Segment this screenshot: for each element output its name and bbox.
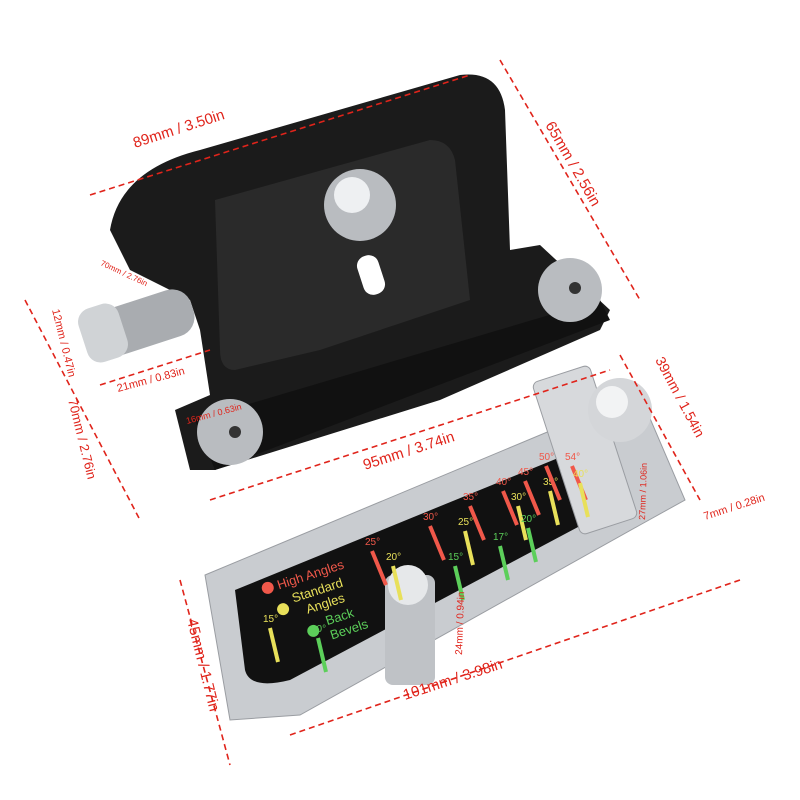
scale-label: 35° xyxy=(463,492,478,503)
dim-top-depth: 65mm / 2.56in xyxy=(542,119,604,210)
scale-label: 15° xyxy=(448,552,463,563)
scale-mark-back xyxy=(316,637,328,673)
right-knob[interactable] xyxy=(538,258,602,322)
scale-mark-standard xyxy=(578,482,590,518)
scale-mark-high xyxy=(523,480,541,516)
top-knob[interactable] xyxy=(324,169,396,241)
scale-label: 30° xyxy=(423,512,438,523)
scale-label: 40° xyxy=(496,477,511,488)
legend-marker-back xyxy=(307,624,320,637)
scale-mark-high xyxy=(544,465,562,501)
scale-label: 30° xyxy=(511,492,526,503)
dim-body-length: 70mm / 2.76in xyxy=(65,397,99,481)
scale-label: 15° xyxy=(263,614,278,625)
scale-label: 35° xyxy=(543,477,558,488)
scale-legend: High Angles Standard Angles Back Bevels xyxy=(261,557,370,642)
side-screw-knob[interactable] xyxy=(74,284,199,366)
dim-knob-height: 12mm / 0.47in xyxy=(49,308,78,379)
scale-label: 10° xyxy=(311,624,326,635)
angle-scale: 15°10°25°20°30°15°35°25°17°40°30°20°45°3… xyxy=(263,452,590,673)
dim-guide-depth: 39mm / 1.54in xyxy=(652,354,708,440)
scale-label: 40° xyxy=(573,469,588,480)
scale-mark-back xyxy=(526,527,538,563)
dim-knob-length: 21mm / 0.83in xyxy=(116,365,186,395)
scale-mark-back xyxy=(453,565,465,601)
honing-guide-body xyxy=(110,74,610,470)
dim-base-width: 95mm / 3.74in xyxy=(361,428,457,474)
scale-mark-standard xyxy=(391,565,403,601)
scale-label: 20° xyxy=(386,552,401,563)
dim-clamp-height: 27mm / 1.06in xyxy=(637,463,649,520)
dim-post-height: 24mm / 0.94in xyxy=(454,591,467,655)
scale-label: 54° xyxy=(565,452,580,463)
scale-label: 20° xyxy=(521,514,536,525)
guide-knob[interactable] xyxy=(588,378,652,442)
legend-marker-standard xyxy=(277,603,290,616)
dimension-lines xyxy=(24,59,741,766)
post-knob[interactable] xyxy=(385,565,435,685)
scale-mark-standard xyxy=(268,627,280,663)
slot xyxy=(356,255,386,295)
scale-mark-standard xyxy=(548,490,560,526)
scale-label: 25° xyxy=(458,517,473,528)
scale-label: 45° xyxy=(518,467,533,478)
scale-mark-high xyxy=(370,550,388,586)
scale-label: 50° xyxy=(539,452,554,463)
dim-lip: 7mm / 0.28in xyxy=(702,492,766,523)
dim-top-width: 89mm / 3.50in xyxy=(131,106,227,152)
scale-mark-high xyxy=(468,505,486,541)
scale-mark-high xyxy=(428,525,446,561)
left-knob[interactable] xyxy=(197,399,263,465)
scale-label: 25° xyxy=(365,537,380,548)
scale-mark-standard xyxy=(463,530,475,566)
legend-marker-high xyxy=(261,581,274,594)
scale-mark-standard xyxy=(516,505,528,541)
scale-label: 17° xyxy=(493,532,508,543)
scale-mark-back xyxy=(498,545,510,581)
scale-mark-high xyxy=(501,490,519,526)
